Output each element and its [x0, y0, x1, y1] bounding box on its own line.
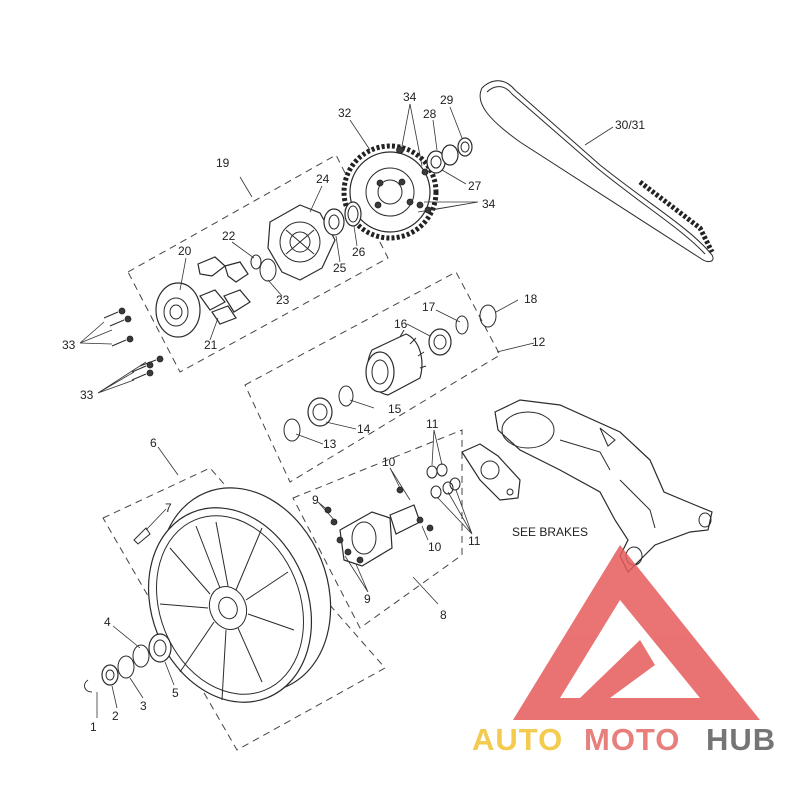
label-3: 3	[140, 699, 147, 713]
label-32: 32	[338, 106, 352, 120]
label-26: 26	[352, 245, 366, 259]
watermark-text-auto: AUTO	[472, 722, 563, 757]
chain-links	[638, 180, 715, 254]
label-30-31: 30/31	[615, 118, 645, 132]
label-5: 5	[172, 686, 179, 700]
hub-bearing-group	[283, 304, 497, 442]
automotohub-watermark: AUTO MOTO HUB	[472, 545, 776, 757]
label-25: 25	[333, 261, 347, 275]
label-24: 24	[316, 172, 330, 186]
label-33-lower: 33	[80, 388, 94, 402]
label-2: 2	[112, 709, 119, 723]
label-34-upper: 34	[403, 90, 417, 104]
label-19: 19	[216, 156, 230, 170]
group-19-box	[127, 154, 389, 373]
wheel-axle-assembly	[324, 463, 461, 567]
label-18: 18	[524, 292, 538, 306]
label-11-lower: 11	[468, 534, 481, 548]
label-8: 8	[440, 608, 447, 622]
watermark-text-moto: MOTO	[584, 722, 680, 757]
label-33-upper: 33	[62, 338, 76, 352]
label-9-upper: 9	[312, 493, 319, 507]
brake-caliper-carrier	[461, 443, 521, 501]
label-7: 7	[165, 501, 172, 515]
label-22: 22	[222, 229, 236, 243]
label-27: 27	[468, 179, 482, 193]
see-brakes-note: SEE BRAKES	[512, 525, 588, 539]
wheel-side-parts	[84, 527, 172, 693]
rear-wheel	[147, 487, 332, 703]
leader-lines	[79, 103, 614, 718]
label-14: 14	[357, 422, 371, 436]
watermark-triangle-logo	[513, 545, 760, 720]
label-13: 13	[323, 437, 337, 451]
label-6: 6	[150, 436, 157, 450]
label-1: 1	[90, 720, 97, 734]
label-23: 23	[276, 293, 290, 307]
sprocket-carrier	[267, 201, 362, 281]
sprocket-fasteners	[396, 137, 473, 214]
label-34-lower: 34	[482, 197, 496, 211]
label-16: 16	[394, 317, 408, 331]
rear-sprocket	[341, 143, 439, 241]
label-4: 4	[104, 615, 111, 629]
group-12-box	[244, 271, 501, 483]
swingarm	[494, 399, 713, 574]
label-10-upper: 10	[382, 455, 396, 469]
watermark-text-hub: HUB	[706, 722, 776, 757]
label-10-lower: 10	[428, 540, 442, 554]
label-15: 15	[388, 402, 402, 416]
carrier-bolts	[103, 307, 164, 381]
label-20: 20	[178, 244, 192, 258]
label-28: 28	[423, 107, 437, 121]
part-labels: 1 2 3 4 5 6 7 8 9 9 10 10 11 11 12 13 14…	[62, 90, 645, 734]
group-8-box	[292, 429, 463, 629]
label-11-upper: 11	[426, 417, 439, 431]
label-17: 17	[422, 300, 436, 314]
label-12: 12	[532, 335, 546, 349]
cush-drive	[155, 254, 277, 338]
label-21: 21	[204, 338, 218, 352]
drive-chain	[479, 80, 715, 263]
label-9-lower: 9	[364, 592, 371, 606]
label-29: 29	[440, 93, 454, 107]
